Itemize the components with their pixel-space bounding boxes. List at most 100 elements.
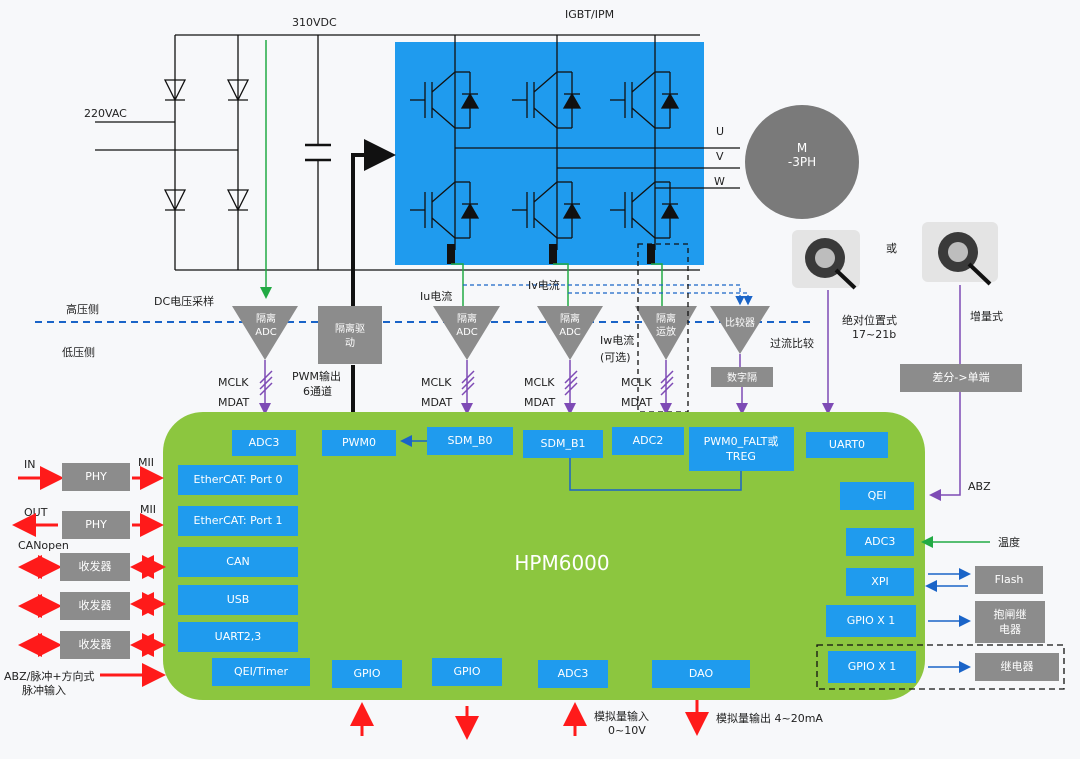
phase-u-label: U xyxy=(716,125,724,138)
drive-signal-line xyxy=(351,139,396,308)
digital-isolator-label: 数字隔 xyxy=(727,371,757,384)
isolated-adc-dc: 隔离 ADC xyxy=(232,306,298,360)
canopen-label: CANopen xyxy=(18,539,69,552)
svg-text:GPIO X 1: GPIO X 1 xyxy=(848,660,897,673)
svg-text:隔离: 隔离 xyxy=(256,312,276,325)
shunt-w xyxy=(647,244,655,264)
svg-text:UART0: UART0 xyxy=(829,438,865,451)
relay-group-frame xyxy=(816,644,1065,690)
diff-to-single-box xyxy=(900,364,1022,392)
svg-text:SDM_B0: SDM_B0 xyxy=(448,434,493,447)
low-side-label: 低压侧 xyxy=(62,346,95,359)
flash-box xyxy=(975,566,1043,594)
isolated-driver: 隔离驱 动 xyxy=(318,306,382,364)
svg-text:收发器: 收发器 xyxy=(79,559,112,573)
svg-text:隔离: 隔离 xyxy=(457,312,477,325)
pwm-output-label: PWM输出 xyxy=(292,369,341,383)
mdat-label-2: MDAT xyxy=(421,396,452,409)
svg-text:Flash: Flash xyxy=(995,573,1024,586)
mdat-label-3: MDAT xyxy=(524,396,555,409)
overcurrent-label: 过流比较 xyxy=(770,336,814,350)
iu-sense-line xyxy=(451,263,464,306)
igbt-label: IGBT/IPM xyxy=(565,8,614,21)
temperature-label: 温度 xyxy=(998,535,1020,549)
ac-input-label: 220VAC xyxy=(84,107,127,120)
svg-text:TREG: TREG xyxy=(725,450,756,463)
svg-text:ADC3: ADC3 xyxy=(249,436,280,449)
svg-text:PWM0: PWM0 xyxy=(342,436,376,449)
svg-text:动: 动 xyxy=(345,337,355,349)
phy-2 xyxy=(62,511,130,539)
svg-text:PHY: PHY xyxy=(85,470,107,483)
mii-label-1: MII xyxy=(138,456,154,469)
mclk-label-4: MCLK xyxy=(621,376,652,389)
igbt-switches xyxy=(410,35,740,250)
svg-text:QEI: QEI xyxy=(868,489,887,502)
absolute-encoder-label: 绝对位置式 xyxy=(842,313,897,327)
mclk-label-2: MCLK xyxy=(421,376,452,389)
absolute-encoder-icon xyxy=(792,230,860,290)
svg-text:ADC3: ADC3 xyxy=(558,667,589,680)
shunt-u xyxy=(447,244,455,264)
iv-current-label: Iv电流 xyxy=(528,278,560,292)
digital-isolator xyxy=(711,367,773,387)
relay-box xyxy=(975,653,1059,681)
svg-text:GPIO: GPIO xyxy=(353,667,380,680)
svg-text:ADC3: ADC3 xyxy=(865,535,896,548)
svg-text:DAO: DAO xyxy=(689,667,714,680)
svg-text:比较器: 比较器 xyxy=(725,316,755,329)
incremental-encoder-label: 增量式 xyxy=(970,309,1003,323)
svg-text:ADC2: ADC2 xyxy=(633,434,664,447)
iw-optional-label: (可选) xyxy=(600,351,631,364)
sdm-signal-lines xyxy=(259,354,748,415)
analog-in-label: 模拟量输入 xyxy=(594,709,649,723)
svg-text:隔离: 隔离 xyxy=(560,312,580,325)
svg-text:隔离: 隔离 xyxy=(656,312,676,325)
iu-compare-line xyxy=(463,284,745,306)
isolated-adc-u: 隔离 ADC xyxy=(433,306,500,360)
svg-text:运放: 运放 xyxy=(656,325,676,338)
svg-text:ADC: ADC xyxy=(255,327,277,338)
svg-text:ADC: ADC xyxy=(456,327,478,338)
svg-text:收发器: 收发器 xyxy=(79,637,112,651)
iw-current-label: Iw电流 xyxy=(600,333,634,347)
transceiver-1 xyxy=(60,553,130,581)
phase-w-label: W xyxy=(714,175,725,188)
abz-line xyxy=(929,392,961,501)
svg-text:收发器: 收发器 xyxy=(79,598,112,612)
mclk-label-1: MCLK xyxy=(218,376,249,389)
motor-label: M xyxy=(797,141,807,155)
svg-text:电器: 电器 xyxy=(999,623,1021,636)
svg-text:抱闸继: 抱闸继 xyxy=(994,607,1027,621)
analog-in-range: 0~10V xyxy=(608,724,646,737)
transceiver-2 xyxy=(60,592,130,620)
svg-text:USB: USB xyxy=(227,593,250,606)
shunt-v xyxy=(549,244,557,264)
svg-text:隔离驱: 隔离驱 xyxy=(335,322,365,335)
pulse-input-label: ABZ/脉冲+方向式 xyxy=(4,669,95,683)
svg-text:EtherCAT: Port 0: EtherCAT: Port 0 xyxy=(194,473,283,486)
iw-sense-line xyxy=(651,263,663,306)
mcu-blocks: ADC3 PWM0 SDM_B0 SDM_B1 ADC2 PWM0_FALT或 … xyxy=(178,427,916,688)
brake-relay-box xyxy=(975,601,1045,643)
motor-phase-label: -3PH xyxy=(788,155,816,169)
svg-text:SDM_B1: SDM_B1 xyxy=(541,437,586,450)
dc-bus-label: 310VDC xyxy=(292,16,337,29)
svg-text:XPI: XPI xyxy=(871,575,888,588)
svg-text:UART2,3: UART2,3 xyxy=(215,630,262,643)
phase-v-label: V xyxy=(716,150,724,163)
iv-sense-line xyxy=(553,263,569,306)
mdat-label-1: MDAT xyxy=(218,396,249,409)
mdat-label-4: MDAT xyxy=(621,396,652,409)
transceiver-3 xyxy=(60,631,130,659)
svg-text:EtherCAT: Port 1: EtherCAT: Port 1 xyxy=(194,514,283,527)
rectifier-bridge xyxy=(95,34,700,271)
svg-text:PWM0_FALT或: PWM0_FALT或 xyxy=(704,435,779,448)
iu-current-label: Iu电流 xyxy=(420,289,452,303)
isolated-opamp: 隔离 运放 xyxy=(635,306,697,360)
svg-text:PHY: PHY xyxy=(85,518,107,531)
svg-text:继电器: 继电器 xyxy=(1001,660,1034,673)
dc-sample-label: DC电压采样 xyxy=(154,294,214,308)
